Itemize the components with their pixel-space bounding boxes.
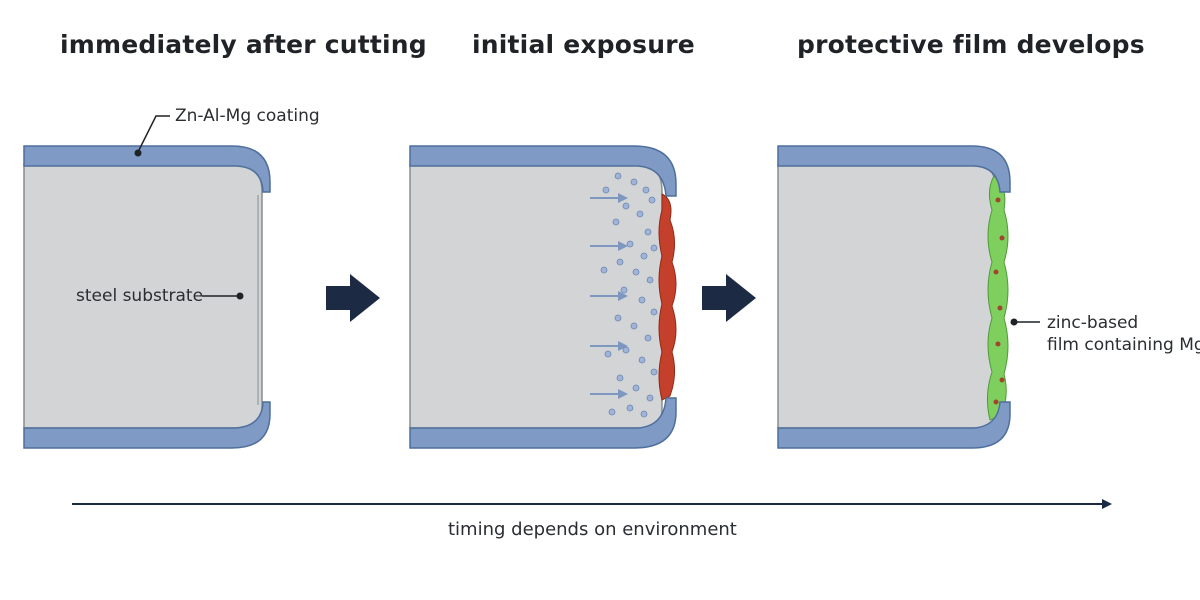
steel-substrate-shape-3 (777, 163, 997, 429)
coating-leader-line (137, 115, 170, 153)
ion-particle (626, 404, 634, 412)
ion-particle (642, 186, 650, 194)
stage-title-initial-exposure: initial exposure (472, 30, 695, 59)
ion-particle (640, 410, 648, 418)
ion-particle (648, 196, 656, 204)
panel-initial-exposure (409, 145, 677, 449)
ion-particle (622, 346, 630, 354)
protective-film-label-line-2: film containing Mg (1047, 335, 1200, 355)
ion-particle (644, 228, 652, 236)
steel-substrate-label: steel substrate (76, 286, 204, 306)
protective-film-label-line-1: zinc-based (1047, 313, 1139, 333)
protective-film-label: zinc-based film containing Mg (1047, 312, 1200, 356)
top-coating-layer-2 (409, 145, 677, 197)
film-speck (993, 269, 999, 275)
ion-particle (620, 286, 628, 294)
bottom-coating-layer-3 (777, 401, 1011, 449)
ion-migration-arrows (590, 193, 628, 399)
stage-title-immediately-after-cutting: immediately after cutting (60, 30, 427, 59)
ion-particle (644, 334, 652, 342)
ion-particle (616, 258, 624, 266)
ion-particle (614, 172, 622, 180)
film-speck (995, 341, 1001, 347)
steel-leader-dot (236, 292, 244, 300)
timeline-caption: timing depends on environment (448, 519, 737, 540)
ion-particle (608, 408, 616, 416)
ion-particle (630, 178, 638, 186)
ion-particle (612, 218, 620, 226)
ion-particle (602, 186, 610, 194)
bottom-coating-layer-2 (409, 397, 677, 449)
red-rust-deposit (658, 193, 677, 401)
film-speck (995, 197, 1001, 203)
stage-arrow-1 (326, 274, 380, 322)
film-specks (993, 197, 1005, 405)
ion-particle (622, 202, 630, 210)
ion-particle (616, 374, 624, 382)
ion-particle (646, 394, 654, 402)
ion-particle (646, 276, 654, 284)
ion-particle (630, 322, 638, 330)
coating-label: Zn-Al-Mg coating (175, 106, 320, 126)
film-speck (997, 305, 1003, 311)
bottom-coating-layer (23, 401, 271, 449)
ion-particle (650, 244, 658, 252)
ion-particle (632, 268, 640, 276)
film-leader-dot (1010, 318, 1018, 326)
panel-immediately-after-cutting (23, 115, 271, 449)
ion-particle (604, 350, 612, 358)
ion-particle (626, 240, 634, 248)
ion-particle (638, 296, 646, 304)
top-coating-layer-3 (777, 145, 1011, 193)
ion-particles (600, 172, 658, 418)
ion-particle (636, 210, 644, 218)
ion-particle (638, 356, 646, 364)
top-coating-layer (23, 145, 271, 193)
ion-particle (614, 314, 622, 322)
stage-arrow-2 (702, 274, 756, 322)
ion-particle (640, 252, 648, 260)
stage-title-protective-film: protective film develops (797, 30, 1145, 59)
ion-particle (650, 308, 658, 316)
film-speck (993, 399, 999, 405)
film-speck (999, 235, 1005, 241)
panel-protective-film-develops (777, 145, 1040, 449)
film-speck (999, 377, 1005, 383)
ion-particle (632, 384, 640, 392)
ion-particle (650, 368, 658, 376)
coating-leader-dot (134, 149, 142, 157)
ion-particle (600, 266, 608, 274)
